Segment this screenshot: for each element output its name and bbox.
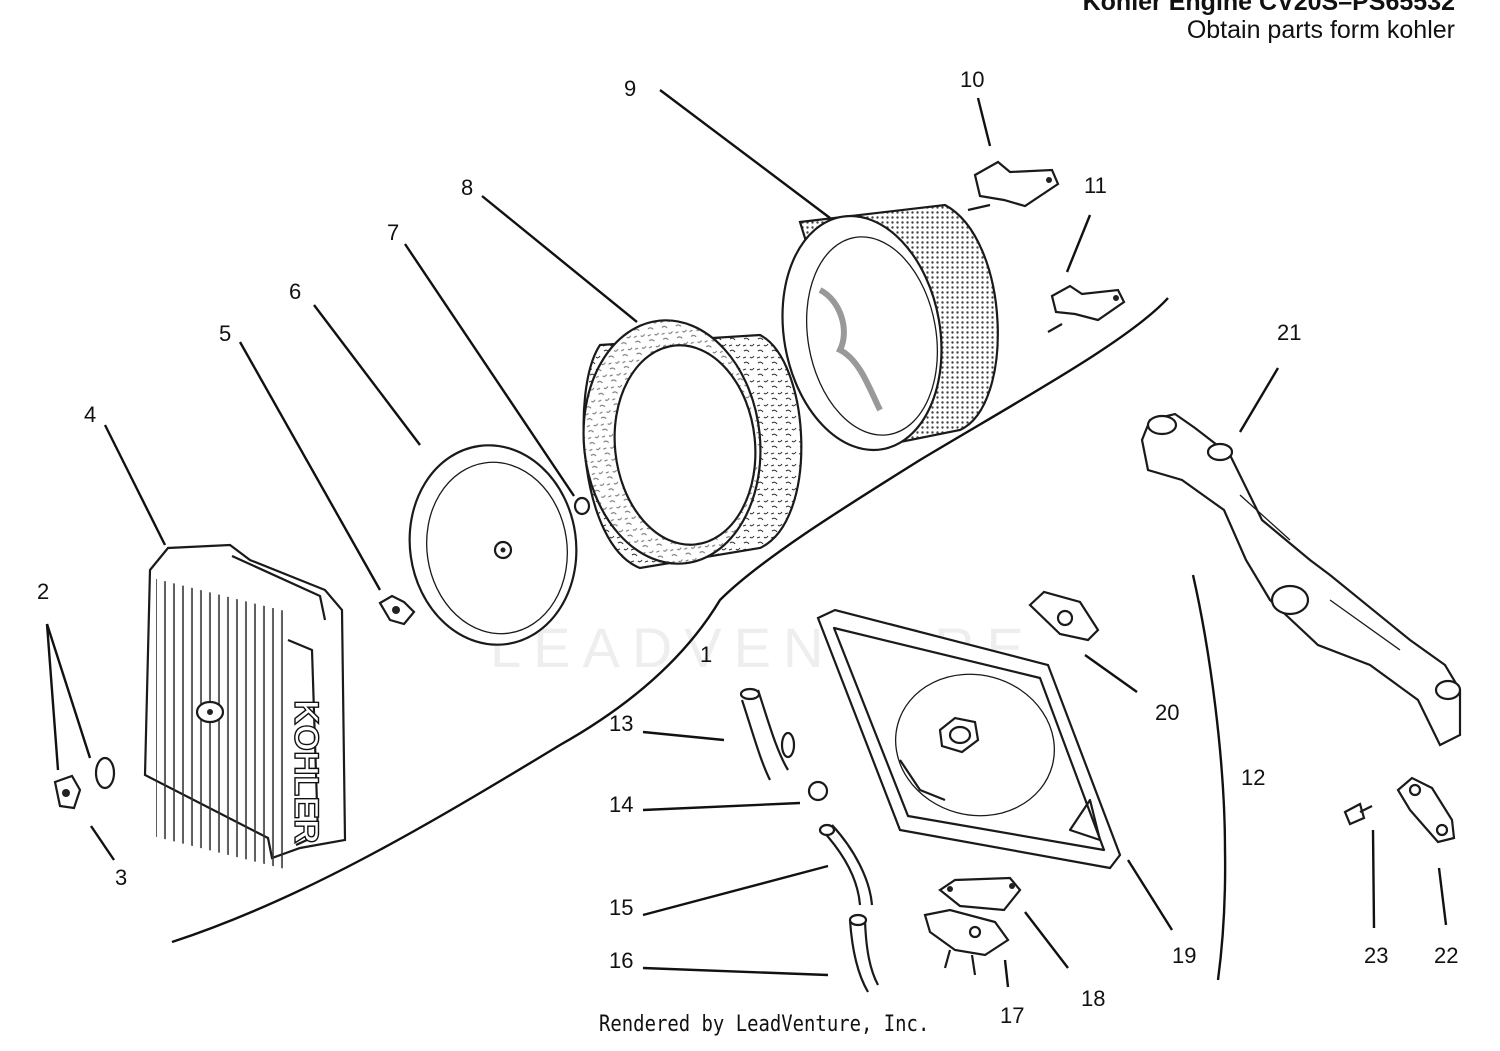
callout-2: 2 bbox=[37, 579, 49, 604]
breather-cover-18 bbox=[938, 876, 1022, 912]
callout-20: 20 bbox=[1155, 700, 1179, 725]
callout-6: 6 bbox=[289, 279, 301, 304]
callout-3: 3 bbox=[115, 865, 127, 890]
bracket-11 bbox=[1047, 284, 1126, 333]
callout-17: 17 bbox=[1000, 1003, 1024, 1028]
leader-lines bbox=[45, 89, 1448, 988]
callout-14: 14 bbox=[609, 792, 633, 817]
hose-15 bbox=[821, 824, 874, 906]
hose-clamp-14 bbox=[807, 780, 829, 802]
callout-4: 4 bbox=[84, 402, 96, 427]
callout-23: 23 bbox=[1364, 943, 1388, 968]
callout-10: 10 bbox=[960, 67, 984, 92]
callout-12: 12 bbox=[1241, 765, 1265, 790]
separator-curve bbox=[171, 297, 1169, 944]
callout-13: 13 bbox=[609, 711, 633, 736]
seal-grommet bbox=[573, 496, 591, 516]
cover-knob bbox=[53, 774, 82, 810]
callout-1: 1 bbox=[700, 642, 712, 667]
callout-7: 7 bbox=[387, 220, 399, 245]
hose-13 bbox=[740, 689, 789, 781]
render-credit: Rendered by LeadVenture, Inc. bbox=[599, 1012, 930, 1037]
air-filter-element bbox=[781, 203, 999, 452]
wing-nut bbox=[378, 594, 416, 626]
callout-18: 18 bbox=[1081, 986, 1105, 1011]
callout-8: 8 bbox=[461, 175, 473, 200]
callout-21: 21 bbox=[1277, 320, 1301, 345]
callout-22: 22 bbox=[1434, 943, 1458, 968]
breather-manifold bbox=[1140, 412, 1462, 747]
air-cleaner-cover: KOHLER bbox=[143, 543, 347, 870]
brace-12 bbox=[1191, 574, 1227, 981]
precleaner-foam bbox=[582, 319, 803, 570]
flange-22 bbox=[1396, 776, 1456, 844]
gasket bbox=[1028, 590, 1100, 642]
callout-5: 5 bbox=[219, 321, 231, 346]
bracket-10 bbox=[967, 160, 1060, 212]
callout-15: 15 bbox=[609, 895, 633, 920]
callout-16: 16 bbox=[609, 948, 633, 973]
callout-19: 19 bbox=[1172, 943, 1196, 968]
kohler-logo: KOHLER bbox=[287, 700, 325, 844]
diagram-subtitle: Obtain parts form kohler bbox=[1186, 16, 1455, 44]
diagram-title: Kohler Engine CV20S–PS65532 bbox=[1082, 0, 1455, 16]
callout-9: 9 bbox=[624, 76, 636, 101]
breather-valve-17 bbox=[923, 908, 1010, 976]
air-cleaner-base-plate bbox=[816, 608, 1122, 870]
element-cover-disc bbox=[408, 444, 578, 646]
washer bbox=[94, 756, 116, 790]
bolt-23 bbox=[1343, 802, 1373, 826]
hose-16 bbox=[848, 919, 879, 993]
callout-11: 11 bbox=[1084, 173, 1107, 198]
